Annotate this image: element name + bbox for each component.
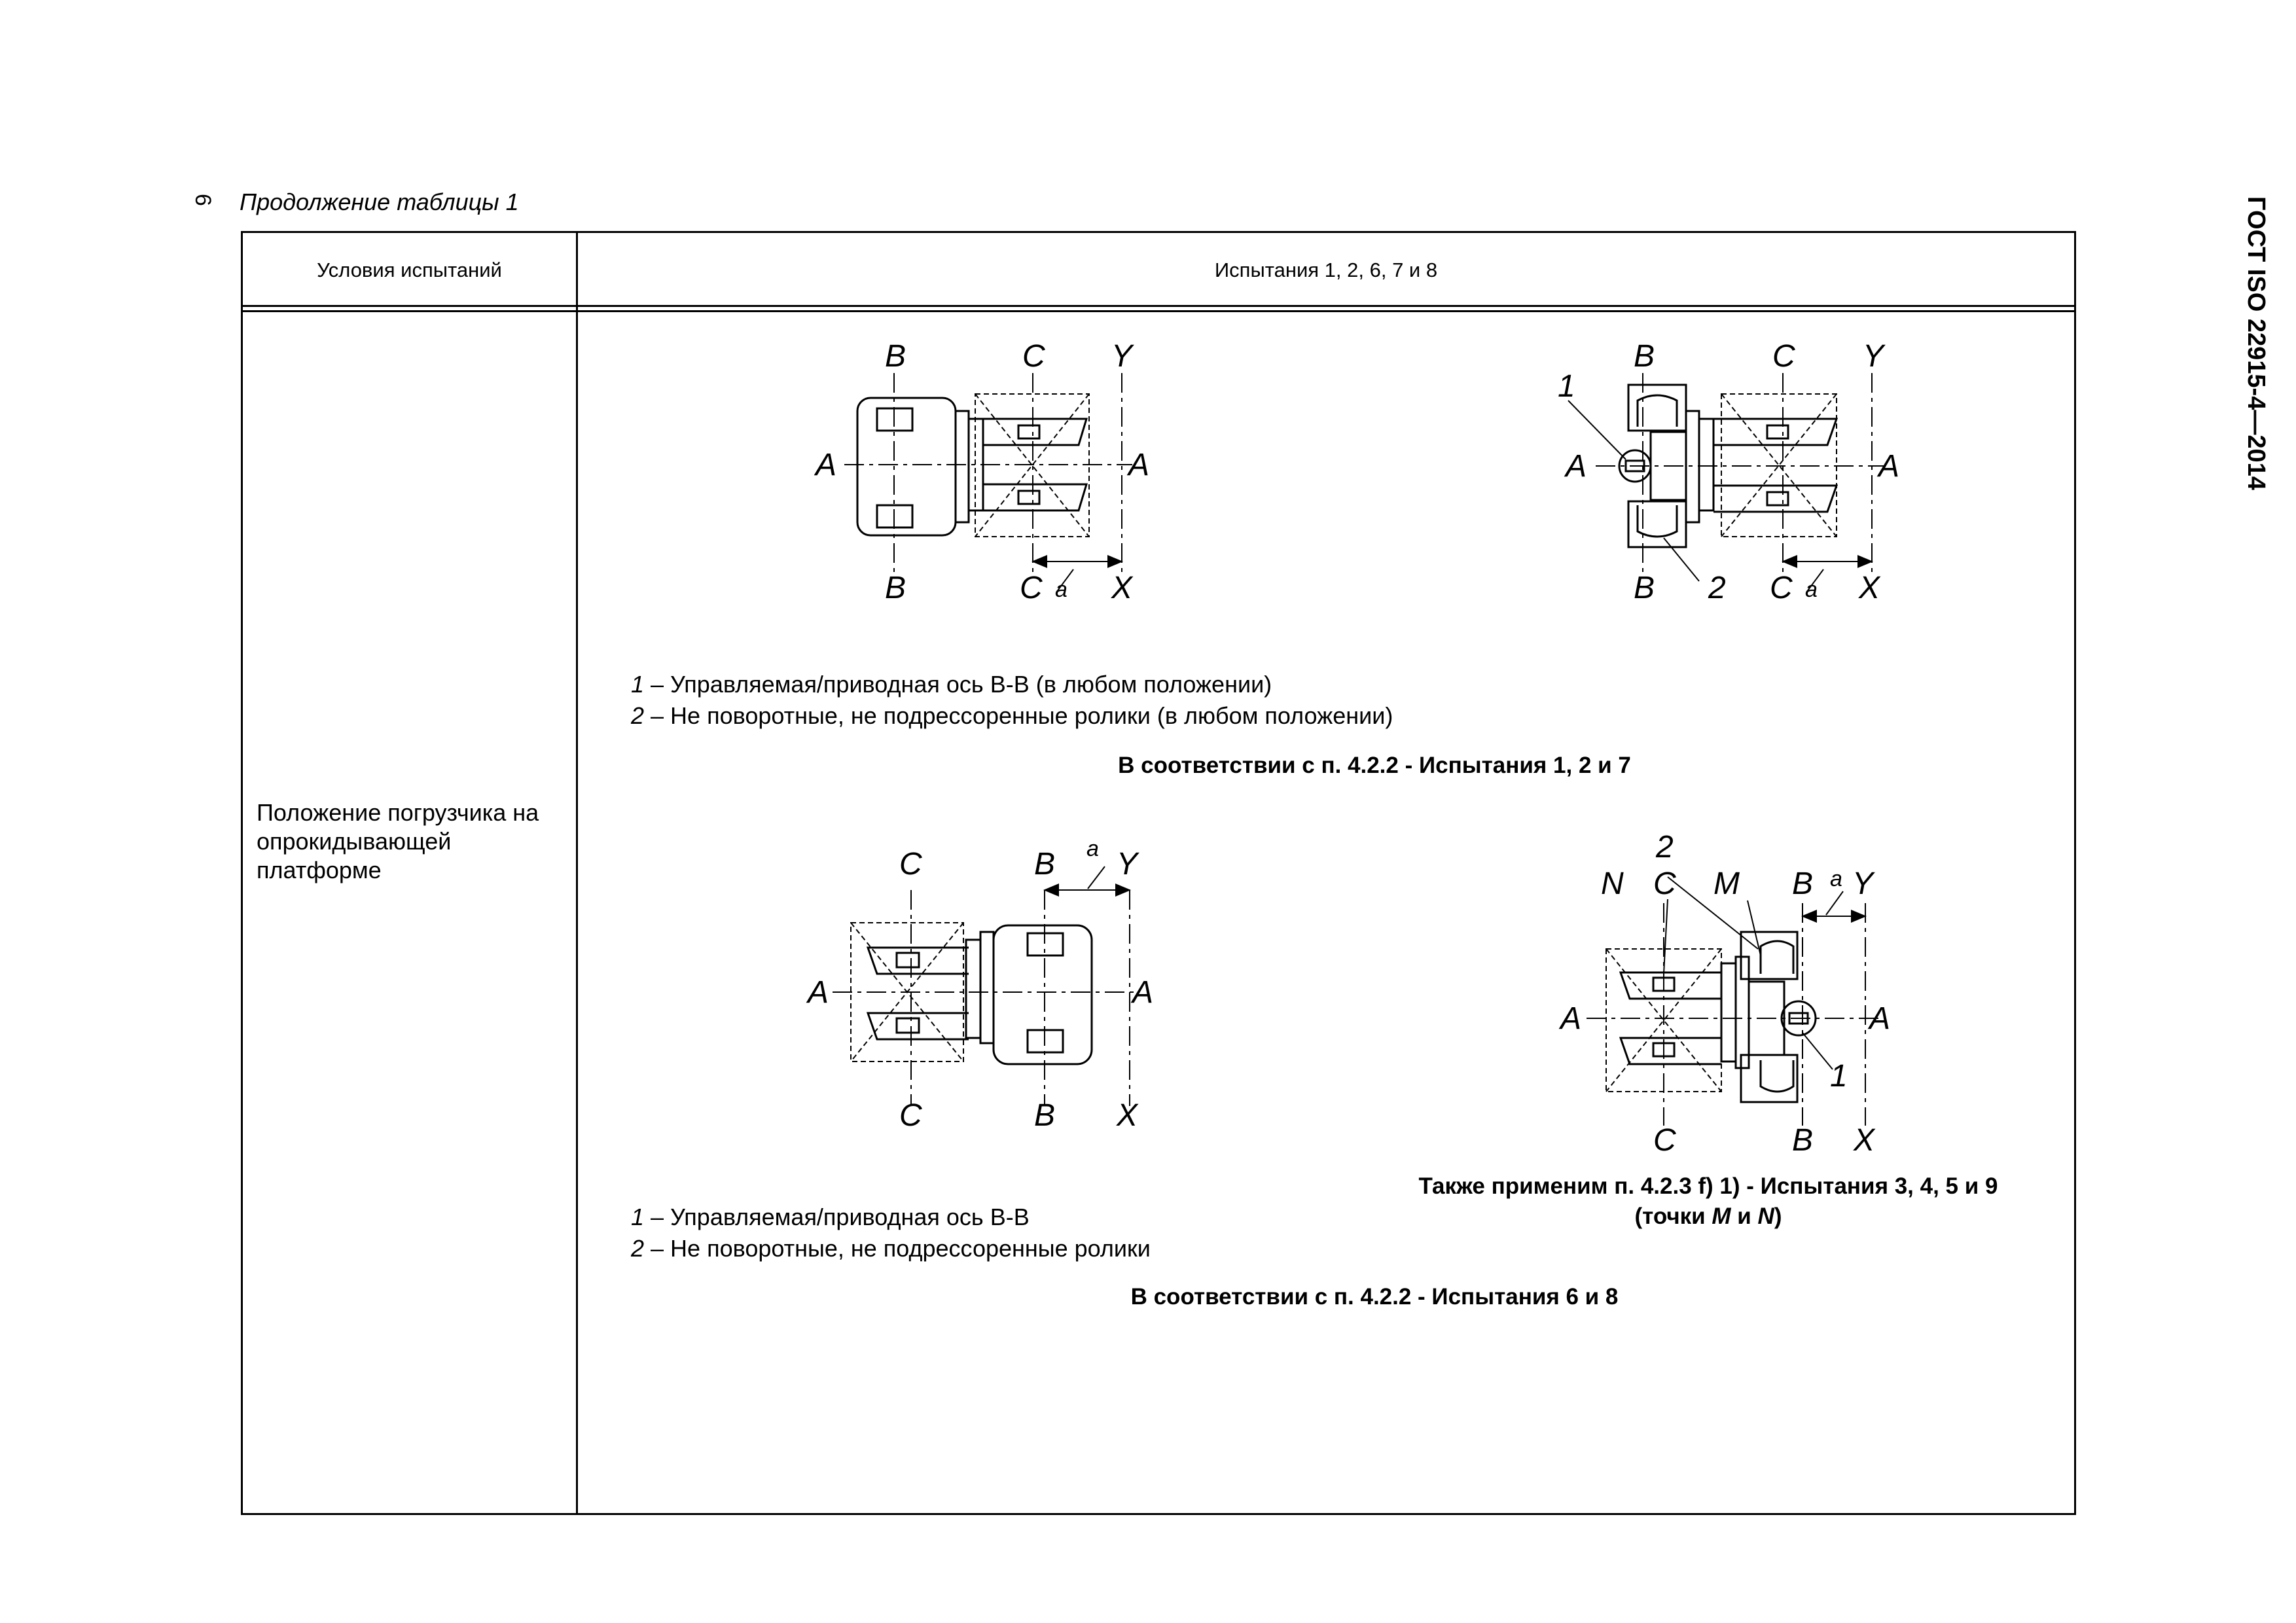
- label-x: X: [1116, 1098, 1139, 1133]
- legend-text: – Управляемая/приводная ось В-В (в любом…: [644, 671, 1272, 698]
- label-y: Y: [1117, 847, 1139, 882]
- label-a: A: [1876, 449, 1899, 484]
- label-a-dim: a: [1830, 866, 1842, 891]
- fork: [983, 483, 1088, 512]
- legend-number: 1: [631, 1204, 645, 1230]
- label-y: Y: [1852, 866, 1875, 901]
- caption-right-line1: Также применим п. 4.2.3 f) 1) - Испытани…: [1418, 1173, 1998, 1199]
- label-b: B: [1034, 1098, 1055, 1133]
- roller: [1627, 500, 1687, 548]
- label-a: A: [806, 975, 829, 1010]
- legend-number: 2: [631, 1235, 645, 1262]
- table-header-divider: [241, 305, 2076, 307]
- label-x: X: [1111, 571, 1134, 605]
- label-a: A: [1564, 449, 1587, 484]
- label-a-dim: a: [1805, 577, 1818, 602]
- label-n: N: [1601, 866, 1624, 901]
- label-x: X: [1858, 571, 1881, 605]
- roller-wheel: [1636, 505, 1678, 538]
- label-a: A: [1867, 1001, 1890, 1036]
- label-b: B: [1034, 847, 1055, 882]
- label-1: 1: [1558, 369, 1575, 404]
- label-2: 2: [1655, 830, 1674, 865]
- legend-top: 1 – Управляемая/приводная ось В-В (в люб…: [631, 669, 1393, 732]
- figure-1: [844, 373, 1132, 593]
- caption-bottom: В соответствии с п. 4.2.2 - Испытания 6 …: [1130, 1284, 1619, 1310]
- caption-text: ): [1774, 1204, 1782, 1229]
- label-b: B: [1792, 1123, 1813, 1158]
- figure-3-labels: C B a Y A A C B X: [806, 836, 1153, 1133]
- label-y: Y: [1111, 339, 1134, 374]
- label-a: A: [1126, 448, 1149, 482]
- label-a: A: [814, 448, 836, 482]
- caption-top: В соответствии с п. 4.2.2 - Испытания 1,…: [1118, 753, 1631, 778]
- point-m: M: [1712, 1204, 1731, 1229]
- mast: [954, 410, 970, 524]
- label-x: X: [1853, 1123, 1876, 1158]
- body-window: [876, 407, 914, 432]
- label-c: C: [1772, 339, 1795, 374]
- table-header-divider-double: [241, 310, 2076, 312]
- header-test-conditions: Условия испытаний: [317, 259, 502, 281]
- fork-pad: [1017, 424, 1041, 440]
- fork: [983, 418, 1088, 446]
- roller: [1627, 383, 1687, 432]
- label-2: 2: [1708, 571, 1726, 605]
- label-b: B: [885, 339, 906, 374]
- roller-wheel: [1636, 394, 1678, 427]
- label-a-dim: a: [1055, 577, 1067, 602]
- legend-text: – Не поворотные, не подрессоренные ролик…: [644, 1235, 1151, 1262]
- label-1: 1: [1830, 1059, 1848, 1094]
- label-a: A: [1558, 1001, 1581, 1036]
- legend-item: 2 – Не поворотные, не подрессоренные рол…: [631, 1233, 1151, 1264]
- label-c: C: [1653, 1123, 1676, 1158]
- caption-right: Также применим п. 4.2.3 f) 1) - Испытани…: [1348, 1171, 2068, 1232]
- body-window: [876, 504, 914, 529]
- fork-pad: [1017, 490, 1041, 505]
- label-b: B: [885, 571, 906, 605]
- body: [856, 397, 957, 537]
- caption-right-line2: (точки M и N): [1348, 1202, 2068, 1232]
- point-n: N: [1757, 1204, 1774, 1229]
- table-column-divider: [576, 231, 578, 1515]
- label-a: A: [1130, 975, 1153, 1010]
- label-a-dim: a: [1086, 836, 1099, 861]
- label-c: C: [899, 1098, 922, 1133]
- label-b: B: [1792, 866, 1813, 901]
- condition-text: Положение погрузчика на опрокидывающей п…: [257, 799, 539, 883]
- continuation-label: Продолжение таблицы 1: [240, 188, 519, 215]
- legend-item: 2 – Не поворотные, не подрессоренные рол…: [631, 700, 1393, 732]
- caption-text: и: [1731, 1204, 1758, 1229]
- legend-number: 1: [631, 671, 645, 698]
- legend-item: 1 – Управляемая/приводная ось В-В (в люб…: [631, 669, 1393, 700]
- label-b: B: [1634, 339, 1655, 374]
- legend-bottom: 1 – Управляемая/приводная ось В-В 2 – Не…: [631, 1202, 1151, 1264]
- figure-2: [1568, 373, 1885, 593]
- legend-number: 2: [631, 702, 645, 729]
- legend-item: 1 – Управляемая/приводная ось В-В: [631, 1202, 1151, 1233]
- table-frame: [241, 231, 2076, 1515]
- label-c: C: [899, 847, 922, 882]
- figure-4-labels: 2 N C M B a Y A A 1 C B X: [1558, 830, 1890, 1158]
- legend-text: – Управляемая/приводная ось В-В: [644, 1204, 1030, 1230]
- label-c: C: [1653, 866, 1676, 901]
- label-m: M: [1713, 866, 1740, 901]
- header-tests: Испытания 1, 2, 6, 7 и 8: [1214, 259, 1438, 281]
- label-b: B: [1634, 571, 1655, 605]
- label-y: Y: [1863, 339, 1886, 374]
- figure-2-labels: B C Y 1 A A B 2 C a X: [1558, 339, 1899, 605]
- label-c: C: [1020, 571, 1043, 605]
- caption-text: (точки: [1634, 1204, 1712, 1229]
- label-c: C: [1022, 339, 1045, 374]
- legend-text: – Не поворотные, не подрессоренные ролик…: [644, 702, 1393, 729]
- figure-1-labels: B C Y A A B C a X: [814, 339, 1149, 605]
- label-c: C: [1770, 571, 1793, 605]
- figure-4: [1587, 876, 1885, 1126]
- figure-3: [833, 866, 1136, 1106]
